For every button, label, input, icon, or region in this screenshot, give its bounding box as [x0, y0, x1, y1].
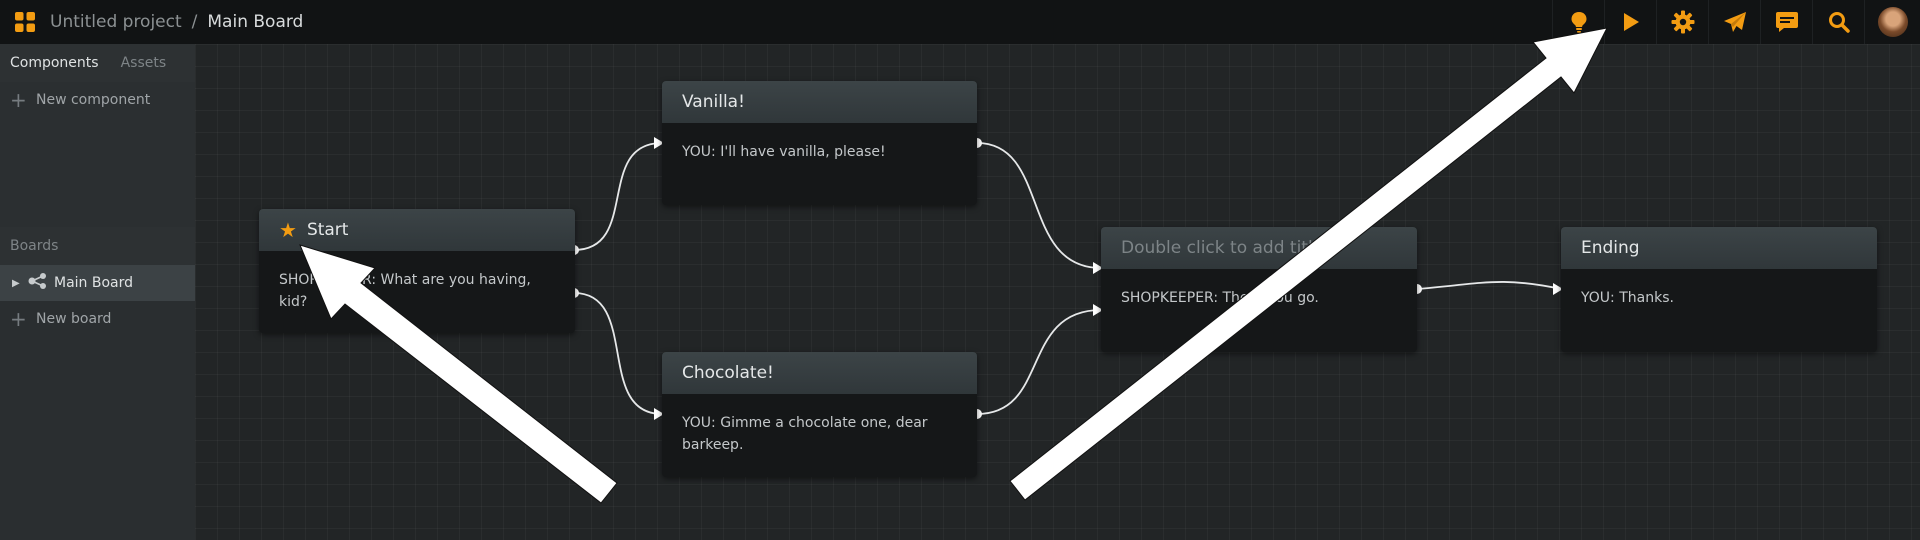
sidebar-tabs: Components Assets: [0, 44, 195, 82]
play-button[interactable]: [1604, 0, 1656, 44]
new-component-label: New component: [36, 92, 151, 108]
breadcrumb-project[interactable]: Untitled project: [50, 12, 182, 32]
node-title: Ending: [1581, 238, 1640, 258]
node-text[interactable]: SHOPKEEPER: What are you having, kid?: [279, 272, 531, 310]
node-start[interactable]: ★ Start SHOPKEEPER: What are you having,…: [259, 209, 575, 333]
settings-button[interactable]: [1656, 0, 1708, 44]
node-title-placeholder: Double click to add title: [1121, 238, 1324, 258]
node-header[interactable]: Double click to add title: [1101, 227, 1417, 269]
comments-button[interactable]: [1760, 0, 1812, 44]
breadcrumb-separator: /: [191, 12, 198, 32]
plus-icon: +: [10, 307, 27, 331]
node-ending[interactable]: Ending YOU: Thanks.: [1561, 227, 1877, 352]
node-vanilla[interactable]: Vanilla! YOU: I'll have vanilla, please!: [662, 81, 977, 205]
new-board-button[interactable]: + New board: [0, 301, 195, 337]
star-icon: ★: [279, 218, 297, 242]
search-icon: [1828, 12, 1850, 33]
node-title: Chocolate!: [682, 363, 774, 383]
node-text[interactable]: SHOPKEEPER: There you go.: [1121, 290, 1319, 306]
breadcrumb-board[interactable]: Main Board: [207, 12, 304, 32]
sidebar-item-label: Main Board: [54, 275, 134, 291]
node-chocolate[interactable]: Chocolate! YOU: Gimme a chocolate one, d…: [662, 352, 977, 477]
user-menu-button[interactable]: [1864, 0, 1920, 44]
hints-button[interactable]: [1552, 0, 1604, 44]
tab-components[interactable]: Components: [10, 55, 99, 71]
new-component-button[interactable]: + New component: [0, 82, 195, 118]
lightbulb-icon: [1571, 12, 1586, 33]
app-grid-icon[interactable]: [0, 0, 50, 44]
comment-icon: [1775, 12, 1798, 32]
paper-plane-icon: [1723, 12, 1746, 32]
node-text[interactable]: YOU: I'll have vanilla, please!: [682, 144, 886, 160]
node-header[interactable]: ★ Start: [259, 209, 575, 251]
toolbar: [1552, 0, 1920, 44]
node-title: Start: [306, 220, 349, 240]
node-untitled[interactable]: Double click to add title SHOPKEEPER: Th…: [1101, 227, 1417, 352]
breadcrumb: Untitled project / Main Board: [50, 12, 303, 32]
gear-icon: [1671, 10, 1694, 34]
tab-assets[interactable]: Assets: [120, 55, 167, 71]
node-title: Vanilla!: [682, 92, 745, 112]
new-board-label: New board: [36, 311, 112, 327]
board-tree-icon: [28, 273, 54, 293]
node-text[interactable]: YOU: Thanks.: [1581, 290, 1674, 306]
node-text[interactable]: YOU: Gimme a chocolate one, dear barkeep…: [682, 415, 928, 453]
play-icon: [1623, 13, 1639, 31]
sidebar: Components Assets + New component Boards…: [0, 44, 195, 540]
top-bar: Untitled project / Main Board: [0, 0, 1920, 44]
boards-header: Boards: [0, 227, 195, 265]
node-header[interactable]: Chocolate!: [662, 352, 977, 394]
components-list: + New component: [0, 82, 195, 227]
node-header[interactable]: Ending: [1561, 227, 1877, 269]
search-button[interactable]: [1812, 0, 1864, 44]
caret-right-icon[interactable]: ▶: [12, 277, 20, 289]
avatar: [1877, 7, 1908, 37]
sidebar-item-main-board[interactable]: ▶ Main Board: [0, 265, 195, 301]
node-header[interactable]: Vanilla!: [662, 81, 977, 123]
plus-icon: +: [10, 88, 27, 112]
publish-button[interactable]: [1708, 0, 1760, 44]
